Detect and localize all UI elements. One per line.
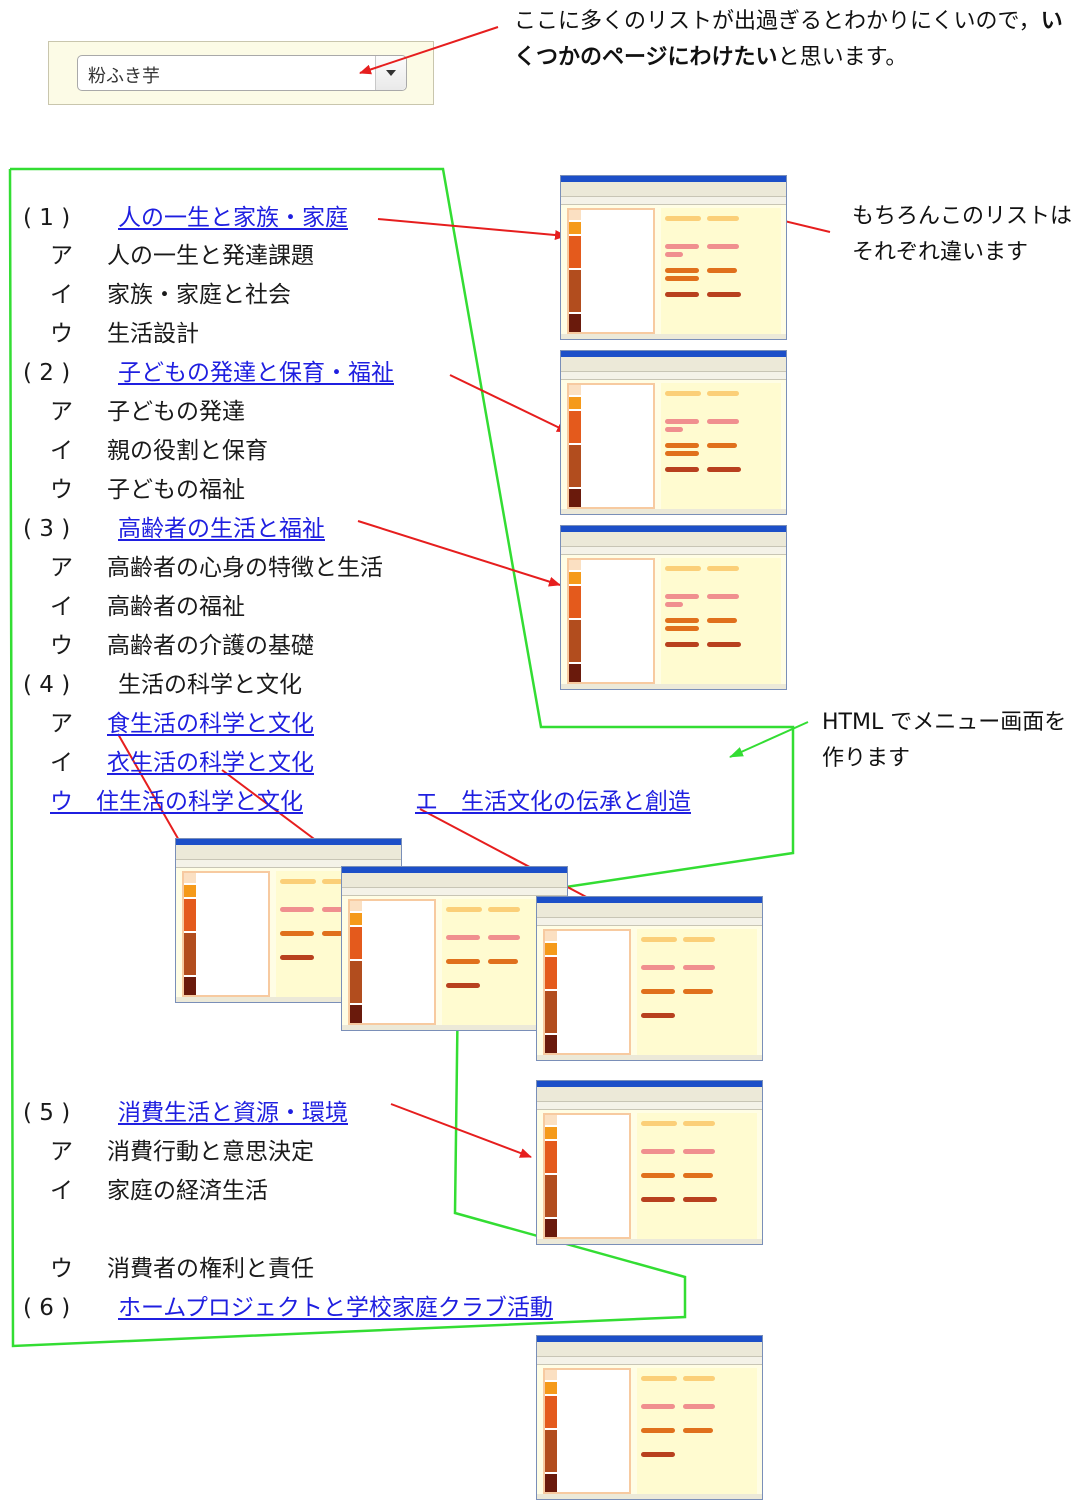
section-3-link[interactable]: 高齢者の生活と福祉: [118, 516, 325, 542]
item-marker: ア: [50, 399, 73, 425]
item-marker: ア: [50, 711, 73, 737]
item-label: 家庭の経済生活: [107, 1178, 268, 1204]
chevron-down-icon: [386, 70, 396, 76]
item-link[interactable]: 衣生活の科学と文化: [107, 750, 314, 776]
item-label: 高齢者の福祉: [107, 594, 245, 620]
section-2-heading: ( 2 ) 子どもの発達と保育・福祉: [23, 354, 463, 394]
list-item: ウ 生活設計: [50, 315, 430, 355]
item-label: 消費者の権利と責任: [107, 1256, 314, 1282]
menu-page-thumbnail: [536, 896, 763, 1061]
section-4-heading: ( 4 ) 生活の科学と文化: [23, 666, 423, 706]
section-3-heading: ( 3 ) 高齢者の生活と福祉: [23, 510, 463, 550]
arrow-s2: [449, 374, 569, 433]
section-6-number: ( 6 ): [23, 1295, 71, 1321]
item-marker: ア: [50, 555, 73, 581]
item-label: 生活設計: [107, 321, 199, 347]
list-item: ウ 消費者の権利と責任: [50, 1250, 430, 1290]
menu-page-thumbnail: [560, 175, 787, 340]
list-item: ウ 高齢者の介護の基礎: [50, 627, 430, 667]
note-top-bold: いくつかのページにわけたい: [514, 9, 1063, 70]
green-arrow: [729, 721, 809, 758]
list-item: ウ 住生活の科学と文化 エ 生活文化の伝承と創造: [50, 783, 770, 823]
arrow-dropdown: [359, 26, 499, 75]
menu-page-thumbnail: [341, 866, 568, 1031]
note-top-prefix: ここに多くのリストが出過ぎるとわかりにくいので，: [514, 9, 1041, 34]
menu-page-thumbnail: [560, 525, 787, 690]
section-4-number: ( 4 ): [23, 672, 71, 698]
item-label: 家族・家庭と社会: [107, 282, 291, 308]
item-label: 子どもの福祉: [107, 477, 245, 503]
dropdown-button[interactable]: [375, 56, 406, 90]
menu-page-thumbnail: [560, 350, 787, 515]
menu-page-thumbnail: [536, 1080, 763, 1245]
section-6-heading: ( 6 ) ホームプロジェクトと学校家庭クラブ活動: [23, 1289, 663, 1329]
section-2-number: ( 2 ): [23, 360, 71, 386]
section-1-link[interactable]: 人の一生と家族・家庭: [118, 205, 348, 231]
list-item: ア 高齢者の心身の特徴と生活: [50, 549, 470, 589]
item-marker: ア: [50, 1139, 73, 1165]
arrow-s4e: [419, 808, 610, 910]
list-item: イ 高齢者の福祉: [50, 588, 430, 628]
item-label: 高齢者の心身の特徴と生活: [107, 555, 383, 581]
list-item: ア 子どもの発達: [50, 393, 430, 433]
note-split-pages: ここに多くのリストが出過ぎるとわかりにくいので，いくつかのページにわけたいと思い…: [514, 4, 1079, 76]
arrow-s5: [390, 1103, 532, 1158]
list-item: ア 食生活の科学と文化: [50, 705, 430, 745]
item-marker: イ: [50, 594, 73, 620]
list-item: ア 人の一生と発達課題: [50, 237, 430, 277]
list-item: イ 衣生活の科学と文化: [50, 744, 430, 784]
item-marker: イ: [50, 438, 73, 464]
section-5-heading: ( 5 ) 消費生活と資源・環境: [23, 1094, 463, 1134]
recipe-select-value: 粉ふき芋: [88, 66, 160, 87]
section-1-number: ( 1 ): [23, 205, 71, 231]
arrow-s1: [377, 218, 567, 240]
item-marker: ウ: [50, 321, 73, 347]
note-html-menu: HTML でメニュー画面を作ります: [822, 710, 1067, 771]
section-5-number: ( 5 ): [23, 1100, 71, 1126]
item-marker: ウ: [50, 633, 73, 659]
section-3-number: ( 3 ): [23, 516, 71, 542]
item-link[interactable]: 食生活の科学と文化: [107, 711, 314, 737]
list-item: ウ 子どもの福祉: [50, 471, 430, 511]
list-item: イ 家族・家庭と社会: [50, 276, 430, 316]
arrow-s4a: [117, 733, 189, 857]
section-2-link[interactable]: 子どもの発達と保育・福祉: [118, 360, 394, 386]
item-link[interactable]: ウ 住生活の科学と文化: [50, 789, 303, 815]
note-lists-differ: もちろんこのリストはそれぞれ違います: [852, 204, 1073, 265]
recipe-select[interactable]: 粉ふき芋: [77, 55, 407, 91]
list-item: イ 親の役割と保育: [50, 432, 430, 472]
section-4-title: 生活の科学と文化: [118, 672, 302, 698]
item-marker: ウ: [50, 1256, 73, 1282]
item-marker: イ: [50, 282, 73, 308]
item-label: 親の役割と保育: [107, 438, 268, 464]
section-5-link[interactable]: 消費生活と資源・環境: [118, 1100, 348, 1126]
list-item: ア 消費行動と意思決定: [50, 1133, 430, 1173]
item-label: 消費行動と意思決定: [107, 1139, 314, 1165]
arrow-s3: [357, 520, 561, 587]
item-marker: ア: [50, 243, 73, 269]
note-top-suffix: と思います。: [777, 45, 908, 70]
section-1-heading: ( 1 ) 人の一生と家族・家庭: [23, 199, 443, 239]
menu-page-thumbnail: [536, 1335, 763, 1500]
item-label: 子どもの発達: [107, 399, 245, 425]
item-marker: イ: [50, 750, 73, 776]
item-link[interactable]: エ 生活文化の伝承と創造: [415, 789, 691, 815]
item-label: 高齢者の介護の基礎: [107, 633, 314, 659]
list-item: イ 家庭の経済生活: [50, 1172, 430, 1212]
item-label: 人の一生と発達課題: [107, 243, 314, 269]
section-6-link[interactable]: ホームプロジェクトと学校家庭クラブ活動: [118, 1295, 553, 1321]
item-marker: ウ: [50, 477, 73, 503]
item-marker: イ: [50, 1178, 73, 1204]
